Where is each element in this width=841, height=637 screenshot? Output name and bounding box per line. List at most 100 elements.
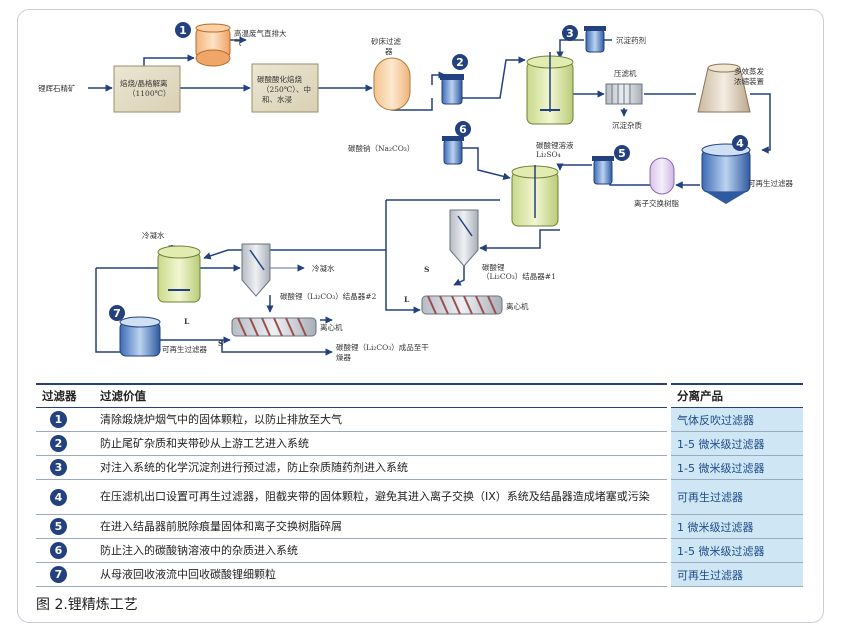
sand-filter <box>373 57 411 111</box>
filter-badges: 1 2 3 4 5 6 7 <box>109 22 748 321</box>
row-value: 在进入结晶器前脱除痕量固体和离子交换树脂碎屑 <box>94 514 669 539</box>
row-number-badge: 7 <box>50 566 67 583</box>
row-value: 防止尾矿杂质和夹带砂从上游工艺进入系统 <box>94 431 669 456</box>
label-sandfilter-1: 砂床过滤 <box>371 36 401 46</box>
cartridge-filter-2 <box>440 74 464 105</box>
filter-table: 过滤器 过滤价值 分离产品 1 清除煅烧炉烟气中的固体颗粒，以防止排放至大气气体反… <box>36 383 803 587</box>
label-acid-2: （250℃）、中 <box>262 84 311 94</box>
label-acid-1: 碳酸酸化焙烧 <box>257 74 302 84</box>
label-cryst1-2: （Li₂CO₃）结晶器#1 <box>482 271 556 281</box>
label-coolwater-in: 冷凝水 <box>142 230 165 240</box>
filter-badge-label: 1 <box>179 24 187 37</box>
row-number-badge: 2 <box>50 435 67 452</box>
filter-badge-3 <box>562 25 578 41</box>
label-L-1: L <box>404 295 410 304</box>
label-acid-3: 和、水浸 <box>262 94 292 104</box>
label-product-1: 碳酸锂（Li₂CO₃）成品至干 <box>336 342 429 352</box>
row-number-cell: 6 <box>36 538 94 563</box>
cartridge-filter-6 <box>442 136 464 165</box>
label-cryst1-1: 碳酸锂 <box>482 262 505 272</box>
roaster <box>113 65 181 113</box>
row-value: 对注入系统的化学沉淀剂进行预过滤，防止杂质随药剂进入系统 <box>94 455 669 480</box>
row-number-badge: 1 <box>50 411 67 428</box>
cartridge-filter-5 <box>592 156 614 185</box>
label-S-2: S <box>218 339 223 348</box>
filter-badge-label: 6 <box>459 123 467 136</box>
row-number-cell: 4 <box>36 479 94 515</box>
cooling-tank <box>157 245 201 303</box>
row-value: 清除煅烧炉烟气中的固体颗粒，以防止排放至大气 <box>94 407 669 432</box>
filter-badge-label: 5 <box>618 147 626 160</box>
crystallizer-2 <box>241 243 271 297</box>
liso4-tank <box>511 165 559 227</box>
filter-badge-4 <box>732 135 748 151</box>
label-precip-impurity: 沉淀杂质 <box>612 120 642 130</box>
regen-filter-4 <box>701 143 751 204</box>
filter-badge-7 <box>109 305 125 321</box>
label-evap-2: 浓缩装置 <box>734 76 764 86</box>
row-number-badge: 6 <box>50 542 67 559</box>
row-number-cell: 3 <box>36 455 94 480</box>
label-resin: 离子交换树脂 <box>634 198 679 208</box>
label-roast-1: 焙烧/晶格解离 <box>120 78 168 88</box>
label-coolwater-out: 冷凝水 <box>312 263 335 273</box>
table-body: 1 清除煅烧炉烟气中的固体颗粒，以防止排放至大气气体反吹过滤器 2 防止尾矿杂质和夹带… <box>36 407 803 587</box>
table-header-row: 过滤器 过滤价值 分离产品 <box>36 383 803 408</box>
filter-badge-label: 3 <box>566 27 574 40</box>
process-diagram: 1 2 3 4 5 6 7 锂辉石精矿 焙烧/晶格解离 （1100℃） 高温废气直排大 气 … <box>38 22 793 362</box>
row-number-badge: 4 <box>50 488 67 506</box>
filter-badge-label: 7 <box>113 307 121 320</box>
label-product-2: 燥器 <box>336 353 351 362</box>
filter-badge-1 <box>175 22 191 38</box>
row-number-cell: 5 <box>36 514 94 539</box>
row-product: 1-5 微米级过滤器 <box>667 538 803 563</box>
filter-badge-label: 4 <box>736 137 744 150</box>
label-flue-1: 高温废气直排大 <box>234 28 287 38</box>
label-S-1: S <box>424 265 429 274</box>
label-cryst2: 碳酸锂（Li₂CO₃）结晶器#2 <box>280 291 377 301</box>
evaporator <box>697 63 751 113</box>
acid-roaster <box>251 63 319 113</box>
label-centrifuge-1: 离心机 <box>506 301 529 311</box>
ion-exchange-resin <box>649 157 675 195</box>
header-filter: 过滤器 <box>36 383 94 408</box>
centrifuge-1 <box>421 295 503 315</box>
row-product: 1 微米级过滤器 <box>667 514 803 539</box>
label-regen-2: 可再生过滤器 <box>162 344 207 354</box>
filter-badge-5 <box>614 145 630 161</box>
label-na2co3: 碳酸钠（Na₂CO₃） <box>348 143 414 153</box>
label-ore: 锂辉石精矿 <box>38 83 76 93</box>
row-number-cell: 7 <box>36 562 94 587</box>
table-row: 4 在压滤机出口设置可再生过滤器，阻截夹带的固体颗粒，避免其进入离子交换（IX）系… <box>36 479 803 515</box>
label-L-2: L <box>184 317 190 326</box>
label-flue-2: 气 <box>234 37 242 47</box>
gas-filter-1 <box>195 23 231 67</box>
row-number-badge: 3 <box>50 459 67 476</box>
row-number-cell: 1 <box>36 407 94 432</box>
row-value: 在压滤机出口设置可再生过滤器，阻截夹带的固体颗粒，避免其进入离子交换（IX）系统… <box>94 479 669 515</box>
filter-badge-6 <box>455 121 471 137</box>
label-liso4-2: Li₂SO₄ <box>536 150 561 159</box>
row-number-cell: 2 <box>36 431 94 456</box>
diagram-labels: 锂辉石精矿 焙烧/晶格解离 （1100℃） 高温废气直排大 气 碳酸酸化焙烧 （… <box>38 28 793 362</box>
table-row: 7 从母液回收液流中回收碳酸锂细颗粒可再生过滤器 <box>36 562 803 587</box>
row-product: 可再生过滤器 <box>667 562 803 587</box>
centrifuge-2 <box>231 317 317 337</box>
row-value: 防止注入的碳酸钠溶液中的杂质进入系统 <box>94 538 669 563</box>
row-product: 1-5 微米级过滤器 <box>667 455 803 480</box>
label-press: 压滤机 <box>614 68 637 78</box>
header-value: 过滤价值 <box>94 383 669 408</box>
regen-filter-7 <box>119 316 161 357</box>
row-value: 从母液回收液流中回收碳酸锂细颗粒 <box>94 562 669 587</box>
row-product: 气体反吹过滤器 <box>667 407 803 432</box>
crystallizer-1 <box>449 209 479 267</box>
filter-press <box>605 83 643 105</box>
cartridge-filter-3 <box>584 26 606 53</box>
label-centrifuge-2: 离心机 <box>320 322 343 332</box>
filter-badge-label: 2 <box>456 56 464 69</box>
label-liso4-1: 碳酸锂溶液 <box>536 140 574 150</box>
row-product: 可再生过滤器 <box>667 479 803 515</box>
